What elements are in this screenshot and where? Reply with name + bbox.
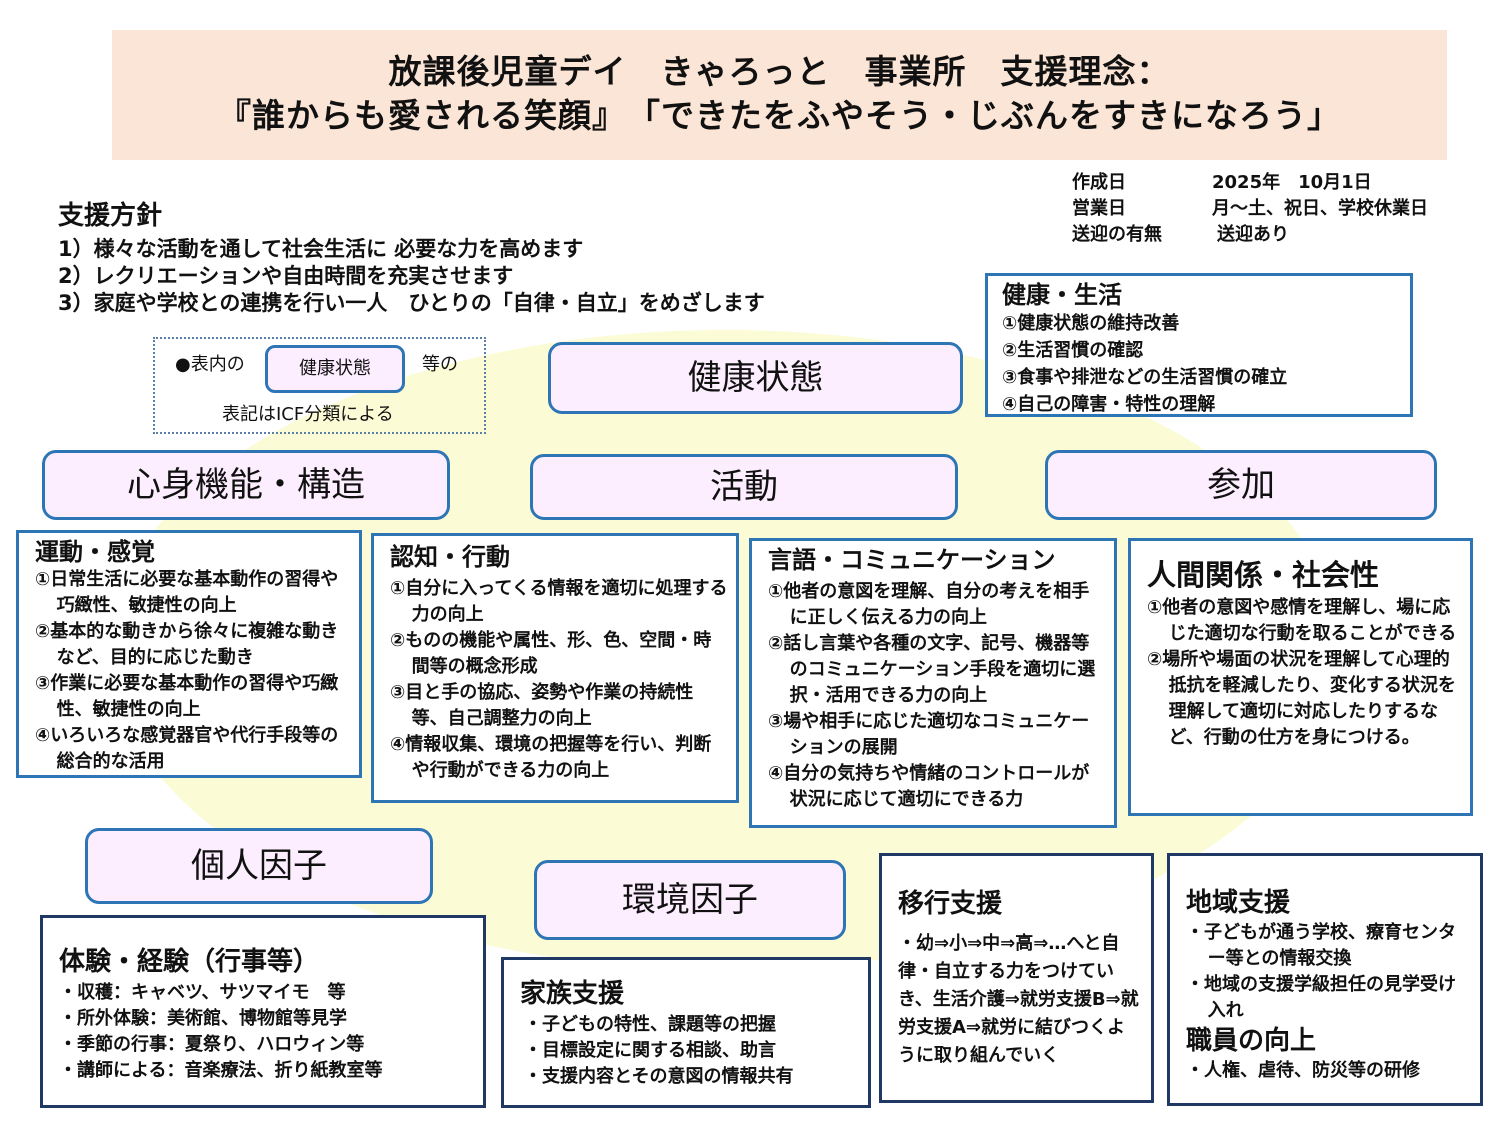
box-family: 家族支援 ・子どもの特性、課題等の把握 ・目標設定に関する相談、助言 ・支援内容…	[501, 957, 871, 1108]
list-item: ・収穫：キャベツ、サツマイモ 等	[59, 982, 346, 1003]
box-title: 言語・コミュニケーション	[768, 546, 1056, 574]
legend-note: 表記はICF分類による	[222, 404, 394, 425]
list-item: ②基本的な動きから徐々に複雑な動きなど、目的に応じた動き	[35, 621, 339, 668]
list-item: ④自己の障害・特性の理解	[1002, 394, 1216, 415]
box-transition: 移行支援 ・幼⇒小⇒中⇒高⇒…へと自律・自立する力をつけていき、生活介護⇒就労支…	[879, 853, 1154, 1103]
list-item: ③目と手の協応、姿勢や作業の持続性等、自己調整力の向上	[390, 682, 694, 729]
pill-health: 健康状態	[548, 342, 963, 414]
box-experience: 体験・経験（行事等） ・収穫：キャベツ、サツマイモ 等 ・所外体験：美術館、博物…	[40, 915, 486, 1108]
list-item: ・講師による：音楽療法、折り紙教室等	[59, 1060, 383, 1081]
box-health-life: 健康・生活 ①健康状態の維持改善 ②生活習慣の確認 ③食事や排泄などの生活習慣の…	[985, 273, 1413, 417]
pill-activity: 活動	[530, 454, 958, 520]
business-days-label: 営業日	[1072, 198, 1126, 219]
box-title: 地域支援	[1186, 888, 1291, 918]
list-item: ①他者の意図を理解、自分の考えを相手に正しく伝える力の向上	[768, 581, 1090, 628]
transport-label: 送迎の有無	[1072, 224, 1162, 245]
legend-suffix: 等の	[422, 354, 458, 375]
box-cognition: 認知・行動 ①自分に入ってくる情報を適切に処理する力の向上 ②ものの機能や属性、…	[371, 533, 739, 803]
box-title: 健康・生活	[1002, 281, 1122, 309]
policy-item-3: 3）家庭や学校との連携を行い一人 ひとりの「自律・自立」をめざします	[58, 291, 765, 315]
list-item: ・地域の支援学級担任の見学受け入れ	[1186, 974, 1456, 1021]
box-title: 運動・感覚	[35, 538, 155, 566]
list-item: ④自分の気持ちや情緒のコントロールが状況に応じて適切にできる力	[768, 763, 1090, 810]
header-line-2: 『誰からも愛される笑顔』 「できたをふやそう・じぶんをすきになろう」	[218, 96, 1341, 135]
created-label: 作成日	[1072, 172, 1126, 193]
list-item: ・季節の行事：夏祭り、ハロウィン等	[59, 1034, 365, 1055]
list-item: ・人権、虐待、防災等の研修	[1186, 1060, 1420, 1081]
box-title-2: 職員の向上	[1186, 1026, 1317, 1056]
list-item: ①日常生活に必要な基本動作の習得や巧緻性、敏捷性の向上	[35, 569, 339, 616]
list-item: ④情報収集、環境の把握等を行い、判断や行動ができる力の向上	[390, 734, 712, 781]
list-item: ①他者の意図や感情を理解し、場に応じた適切な行動を取ることができる	[1147, 597, 1457, 644]
list-item: ・子どもの特性、課題等の把握	[524, 1014, 776, 1035]
pill-personal: 個人因子	[85, 828, 433, 904]
header-line-1: 放課後児童デイ きゃろっと 事業所 支援理念：	[388, 52, 1171, 91]
page-header: 放課後児童デイ きゃろっと 事業所 支援理念： 『誰からも愛される笑顔』 「でき…	[112, 30, 1447, 160]
list-item: ・子どもが通う学校、療育センター等との情報交換	[1186, 922, 1456, 969]
list-item: ①自分に入ってくる情報を適切に処理する力の向上	[390, 578, 728, 625]
list-item: ①健康状態の維持改善	[1002, 313, 1180, 334]
list-item: ③食事や排泄などの生活習慣の確立	[1002, 367, 1288, 388]
transition-text: ・幼⇒小⇒中⇒高⇒…へと自律・自立する力をつけていき、生活介護⇒就労支援B⇒就労…	[898, 933, 1139, 1066]
meta-info: 作成日 2025年 10月1日 営業日 月～土、祝日、学校休業日 送迎の有無 送迎あり	[1072, 170, 1472, 250]
list-item: ②生活習慣の確認	[1002, 340, 1144, 361]
list-item: ④いろいろな感覚器官や代行手段等の総合的な活用	[35, 725, 339, 772]
pill-participation: 参加	[1045, 450, 1437, 520]
box-language: 言語・コミュニケーション ①他者の意図を理解、自分の考えを相手に正しく伝える力の…	[749, 538, 1117, 828]
policy-item-1: 1）様々な活動を通して社会生活に 必要な力を高めます	[58, 237, 584, 261]
list-item: ・所外体験：美術館、博物館等見学	[59, 1008, 347, 1029]
business-days-value: 月～土、祝日、学校休業日	[1212, 198, 1428, 219]
list-item: ③作業に必要な基本動作の習得や巧緻性、敏捷性の向上	[35, 673, 339, 720]
list-item: ③場や相手に応じた適切なコミュニケーションの展開	[768, 711, 1090, 758]
box-title: 体験・経験（行事等）	[59, 947, 320, 977]
transport-value: 送迎あり	[1217, 224, 1289, 245]
support-policy: 支援方針 1）様々な活動を通して社会生活に 必要な力を高めます 2）レクリエーシ…	[58, 195, 938, 317]
pill-environment: 環境因子	[534, 860, 846, 940]
legend-prefix: ●表内の	[175, 354, 245, 375]
box-title: 移行支援	[898, 889, 1003, 919]
policy-item-2: 2）レクリエーションや自由時間を充実させます	[58, 264, 514, 288]
list-item: ②話し言葉や各種の文字、記号、機器等のコミュニケーション手段を適切に選択・活用で…	[768, 633, 1096, 706]
box-title: 家族支援	[520, 979, 625, 1009]
legend-box	[153, 337, 486, 434]
box-title: 認知・行動	[390, 543, 510, 571]
box-social: 人間関係・社会性 ①他者の意図や感情を理解し、場に応じた適切な行動を取ることがで…	[1128, 538, 1473, 816]
policy-title: 支援方針	[58, 201, 163, 231]
list-item: ②場所や場面の状況を理解して心理的抵抗を軽減したり、変化する状況を理解して適切に…	[1147, 649, 1456, 748]
box-community: 地域支援 ・子どもが通う学校、療育センター等との情報交換 ・地域の支援学級担任の…	[1167, 853, 1483, 1106]
list-item: ②ものの機能や属性、形、色、空間・時間等の概念形成	[390, 630, 712, 677]
created-value: 2025年 10月1日	[1212, 172, 1372, 193]
list-item: ・支援内容とその意図の情報共有	[524, 1066, 794, 1087]
list-item: ・目標設定に関する相談、助言	[524, 1040, 776, 1061]
legend-pill: 健康状態	[265, 345, 405, 393]
pill-body: 心身機能・構造	[42, 450, 450, 520]
box-motor: 運動・感覚 ①日常生活に必要な基本動作の習得や巧緻性、敏捷性の向上 ②基本的な動…	[16, 530, 362, 778]
box-title: 人間関係・社会性	[1147, 558, 1380, 592]
